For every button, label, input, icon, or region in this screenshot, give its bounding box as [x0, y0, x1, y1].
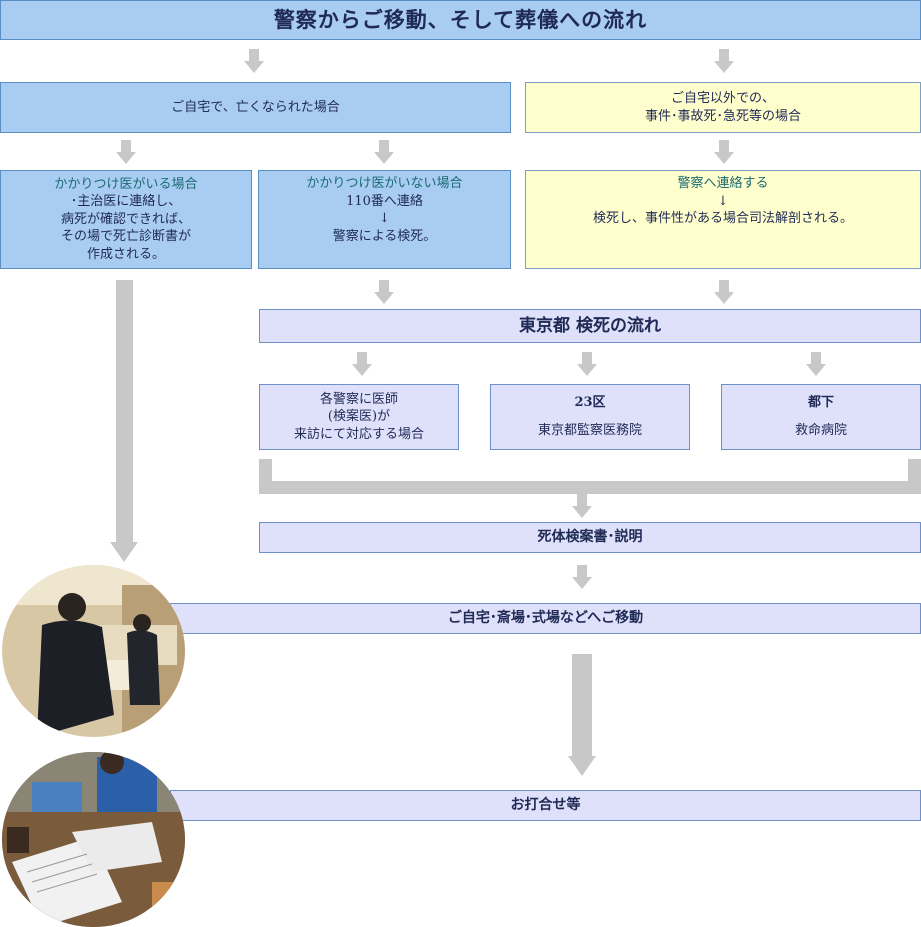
page-title-text: 警察からご移動、そして葬儀への流れ: [273, 6, 648, 32]
police-contact-box: 警察へ連絡する ↓ 検死し、事件性がある場合司法解剖される。: [525, 170, 921, 269]
down-arrow-icon: [572, 494, 592, 520]
with-doctor-box: かかりつけ医がいる場合 ･主治医に連絡し、 病死が確認できれば、 その場で死亡診…: [0, 170, 252, 269]
down-arrow-icon: [714, 280, 734, 306]
meeting-label: お打合せ等: [510, 797, 581, 814]
tokyo-flow-box: 東京都 検死の流れ: [259, 309, 921, 343]
down-arrow-icon: [572, 565, 592, 591]
down-arrow-icon: [116, 140, 136, 166]
outside-case-line2: 事件･事故死･急死等の場合: [644, 108, 801, 124]
meeting-box: お打合せ等: [170, 790, 921, 821]
long-arrow-head-icon: [110, 542, 138, 562]
long-arrow-shaft: [116, 280, 133, 544]
bottom-arrow-head-icon: [568, 756, 596, 776]
autopsy-report-label: 死体検案書･説明: [537, 529, 643, 546]
home-case-label: ご自宅で、亡くなられた場合: [171, 99, 340, 115]
down-arrow-icon: [374, 280, 394, 306]
with-doctor-heading: かかりつけ医がいる場合: [54, 176, 198, 192]
police-contact-line1: 検死し、事件性がある場合司法解剖される。: [592, 211, 853, 227]
tokyo-flow-label: 東京都 検死の流れ: [519, 315, 661, 336]
branch-police-line1: 各警察に医師: [319, 391, 398, 407]
down-arrow-icon: [374, 140, 394, 166]
outside-case-box: ご自宅以外での、 事件･事故死･急死等の場合: [525, 82, 921, 133]
meeting-illustration: [2, 752, 185, 927]
without-doctor-heading: かかりつけ医がいない場合: [306, 176, 463, 191]
branch-23ku-heading: 23区: [574, 395, 606, 411]
autopsy-report-box: 死体検案書･説明: [259, 522, 921, 553]
with-doctor-line3: その場で死亡診断書が: [60, 229, 191, 245]
down-arrow-icon: [714, 140, 734, 166]
meeting-photo: [2, 752, 185, 927]
without-doctor-arrow: ↓: [379, 211, 390, 227]
home-case-box: ご自宅で、亡くなられた場合: [0, 82, 511, 133]
with-doctor-line4: 作成される。: [86, 246, 165, 262]
police-contact-heading: 警察へ連絡する: [677, 176, 769, 191]
branch-tokashita-box: 都下 救命病院: [721, 384, 921, 450]
without-doctor-line1: 110番へ連絡: [346, 193, 423, 209]
funeral-transfer-photo: [2, 565, 185, 737]
without-doctor-box: かかりつけ医がいない場合 110番へ連絡 ↓ 警察による検死。: [258, 170, 511, 269]
branch-tokashita-heading: 都下: [807, 395, 834, 411]
transfer-label: ご自宅･斎場･式場などへご移動: [447, 610, 644, 627]
page-title: 警察からご移動、そして葬儀への流れ: [0, 0, 921, 40]
branch-police-line2: (検案医)が: [327, 409, 391, 425]
bottom-arrow-shaft: [572, 654, 592, 758]
branch-23ku-body: 東京都監察医務院: [537, 423, 642, 439]
transfer-box: ご自宅･斎場･式場などへご移動: [170, 603, 921, 634]
down-arrow-icon: [244, 49, 264, 75]
merge-bracket-base: [259, 481, 921, 494]
branch-police-line3: 来訪にて対応する場合: [293, 426, 424, 442]
with-doctor-line2: 病死が確認できれば、: [60, 211, 191, 227]
outside-case-line1: ご自宅以外での、: [670, 90, 775, 106]
down-arrow-icon: [577, 352, 597, 378]
down-arrow-icon: [714, 49, 734, 75]
with-doctor-line1: ･主治医に連絡し、: [70, 194, 182, 210]
branch-police-box: 各警察に医師 (検案医)が 来訪にて対応する場合: [259, 384, 459, 450]
branch-23ku-box: 23区 東京都監察医務院: [490, 384, 690, 450]
down-arrow-icon: [806, 352, 826, 378]
branch-tokashita-body: 救命病院: [794, 423, 847, 439]
funeral-transfer-illustration: [2, 565, 185, 737]
down-arrow-icon: [352, 352, 372, 378]
without-doctor-line2: 警察による検死。: [332, 228, 437, 244]
police-contact-arrow: ↓: [717, 193, 729, 209]
